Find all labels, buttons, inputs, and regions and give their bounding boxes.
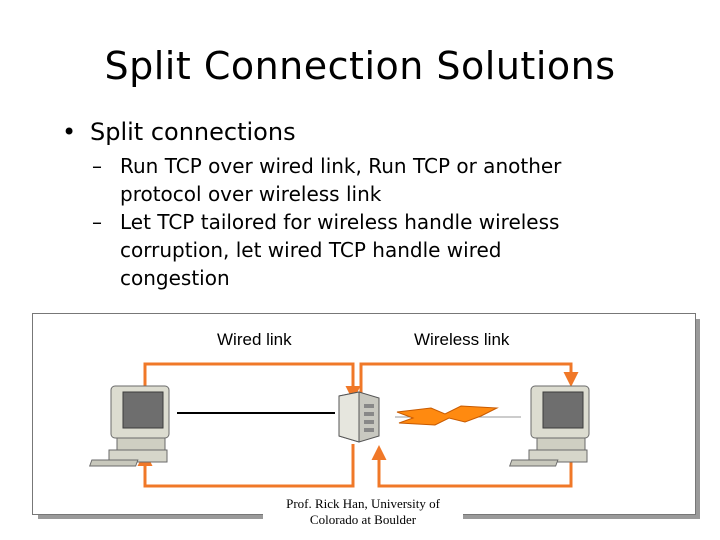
bottom-right-arrow bbox=[371, 445, 573, 488]
dash-2: – bbox=[92, 210, 102, 234]
bottom-left-arrow bbox=[137, 444, 355, 488]
subbullet-2-line-2: corruption, let wired TCP handle wired bbox=[120, 238, 502, 262]
subbullet-1-line-2: protocol over wireless link bbox=[120, 182, 382, 206]
credit-line-1: Prof. Rick Han, University of bbox=[286, 496, 440, 511]
server-tower-icon bbox=[338, 391, 380, 443]
right-computer-icon bbox=[508, 385, 590, 467]
subbullet-2: – Let TCP tailored for wireless handle w… bbox=[92, 208, 680, 292]
wireless-link-label: Wireless link bbox=[414, 330, 510, 349]
subbullet-1: – Run TCP over wired link, Run TCP or an… bbox=[92, 152, 680, 208]
bullet-text: Split connections bbox=[90, 118, 296, 146]
subbullet-2-line-1: Let TCP tailored for wireless handle wir… bbox=[120, 210, 560, 234]
bullet-dot: • bbox=[62, 118, 77, 146]
slide-title: Split Connection Solutions bbox=[104, 44, 616, 88]
credit-line-2: Colorado at Boulder bbox=[309, 512, 417, 527]
network-figure: Wired link Wireless link Prof. Rick Han,… bbox=[32, 313, 696, 528]
wired-link-label: Wired link bbox=[217, 330, 292, 349]
subbullet-2-line-3: congestion bbox=[120, 266, 230, 290]
subbullet-1-line-1: Run TCP over wired link, Run TCP or anot… bbox=[120, 154, 562, 178]
left-computer-icon bbox=[88, 385, 170, 467]
top-left-arrow bbox=[143, 362, 361, 401]
bullet-item: • Split connections bbox=[62, 118, 296, 146]
dash-1: – bbox=[92, 154, 102, 178]
lightning-bolt-icon bbox=[396, 405, 499, 426]
top-right-arrow bbox=[359, 362, 579, 394]
credit-caption: Prof. Rick Han, University of Colorado a… bbox=[263, 496, 463, 528]
network-diagram bbox=[88, 362, 590, 488]
